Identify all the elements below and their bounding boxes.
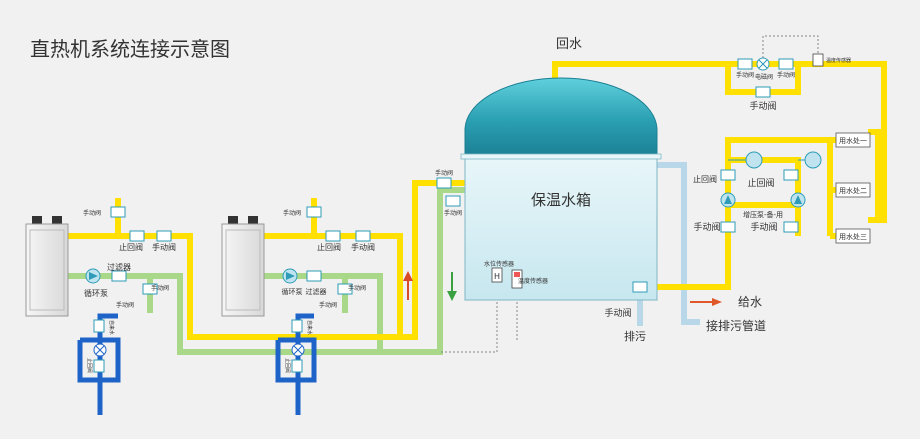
- unit1-hot-manual-valve-label: 手动阀: [152, 242, 176, 252]
- temp-sensor-box: [812, 53, 824, 67]
- flow-arrow-up: [403, 271, 413, 300]
- check-valve-top-label: 止回阀: [693, 174, 717, 184]
- booster-manual-valve-left-label: 手动阀: [693, 221, 720, 233]
- tank-outlet-valve-label: 手动阀: [444, 209, 462, 217]
- unit2-cold-manual-valve-label: 手动阀: [348, 284, 366, 292]
- top-bypass-valve-label: 手动阀: [749, 100, 776, 112]
- heat-pump-unit-2: [221, 216, 265, 317]
- temp-sensor-label: 温度传感器: [518, 277, 548, 285]
- unit1-check-valve-label: 止回阀: [119, 242, 143, 252]
- flow-arrow-down: [447, 272, 457, 301]
- unit1-pump-label: 循环泵: [84, 288, 108, 298]
- return-water-label: 回水: [556, 37, 582, 52]
- unit1-cold-manual-valve-label: 手动阀: [116, 301, 134, 309]
- tank-inlet-valve-label: 手动阀: [435, 169, 453, 177]
- booster-manual-valve-right-label: 手动阀: [750, 221, 777, 233]
- heat-pump-unit-1: [25, 216, 69, 317]
- unit1-top-valve-label: 手动阀: [83, 209, 101, 217]
- tap-cross-valve-2: [291, 343, 305, 357]
- solenoid-valve-label: 电磁阀: [755, 73, 773, 81]
- check-valve-mid-label: 止回阀: [747, 177, 774, 189]
- circulation-pump-1: [85, 268, 101, 284]
- unit2-check-valve-label: 止回阀: [317, 242, 341, 252]
- unit1-filter-label: 过滤器: [107, 262, 131, 272]
- unit2-pump-label: 循环泵: [282, 287, 303, 296]
- booster-pump-1: [720, 192, 736, 208]
- booster-pump-label: 增压泵-备-用: [743, 210, 783, 219]
- top-manual-valve-right-label: 手动阀: [777, 71, 795, 79]
- tap-cross-valve-1: [93, 343, 107, 357]
- unit2-hot-manual-valve-label: 手动阀: [351, 242, 375, 252]
- top-manual-valve-left-label: 手动阀: [736, 71, 754, 79]
- unit2-lower-manual-valve-label: 手动阀: [319, 301, 337, 309]
- unit1-tap-label: 自来水: [108, 320, 115, 335]
- drain-label: 排污: [624, 329, 646, 343]
- drain-valve-label: 手动阀: [604, 307, 631, 319]
- unit2-tap-label: 自来水: [306, 320, 313, 335]
- solenoid-valve: [756, 57, 770, 71]
- pressure-tank-2: [798, 151, 822, 169]
- unit2-top-valve-label: 手动阀: [283, 209, 301, 217]
- unit2-tap-check-valve-label: 止回阀: [284, 358, 291, 373]
- booster-pump-2: [790, 192, 806, 208]
- top-temp-sensor-label: 温度传感器: [826, 57, 851, 64]
- water-level-sensor-label: 水位传感器: [484, 260, 514, 268]
- unit1-tap-check-valve-label: 止回阀: [86, 358, 93, 373]
- user-point-3: 用水处三: [839, 232, 867, 241]
- diagram-title: 直热机系统连接示意图: [30, 37, 230, 61]
- svg-text:H: H: [494, 272, 500, 281]
- unit2-filter-label: 过滤器: [306, 287, 327, 296]
- storage-tank: H: [460, 77, 662, 301]
- valves: [93, 58, 799, 373]
- tank-label: 保温水箱: [531, 191, 591, 209]
- supply-water-label: 给水: [738, 295, 762, 309]
- circulation-pump-2: [282, 268, 298, 284]
- drain-pipe-label: 接排污管道: [706, 318, 766, 333]
- user-point-boxes: [835, 132, 871, 244]
- drain-pipes: [637, 162, 700, 326]
- tap-water-pipes: [77, 313, 317, 415]
- supply-arrow: [690, 298, 722, 306]
- user-point-1: 用水处一: [839, 136, 867, 145]
- user-point-2: 用水处二: [839, 186, 867, 195]
- unit1-cold-valve-top-label: 手动阀: [151, 284, 169, 292]
- pressure-tank-1: [728, 151, 763, 169]
